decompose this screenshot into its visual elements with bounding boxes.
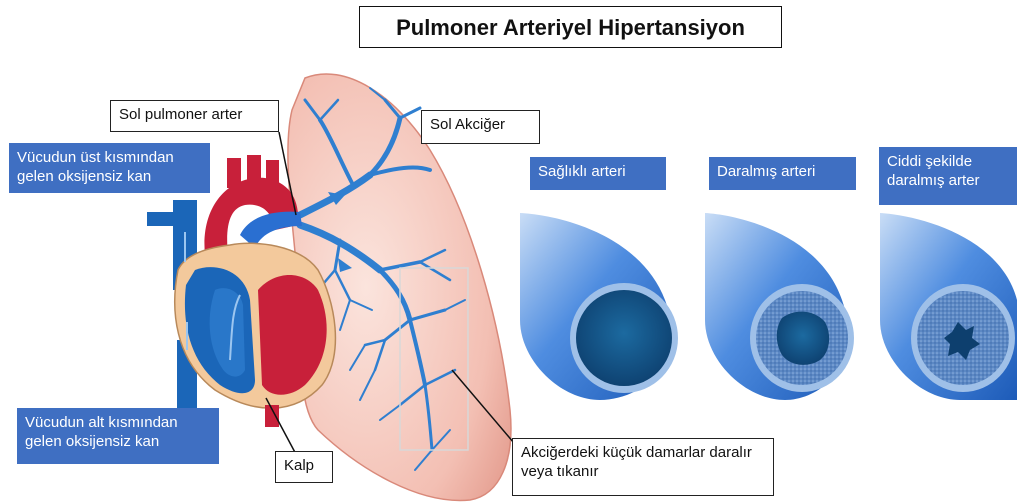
upper-body-label: Vücudun üst kısmından gelen oksijensiz k… [9,143,210,193]
pulmonary-artery-label: Sol pulmoner arter [110,100,279,132]
narrowed-artery-illustration [705,213,854,400]
narrowed-artery-label: Daralmış arteri [709,157,856,190]
healthy-artery-label: Sağlıklı arteri [530,157,666,190]
page-title: Pulmoner Arteriyel Hipertansiyon [359,6,782,48]
lower-body-label: Vücudun alt kısmından gelen oksijensiz k… [17,408,219,464]
left-lung-label: Sol Akciğer [421,110,540,144]
small-vessels-label: Akciğerdeki küçük damarlar daralır veya … [512,438,774,496]
healthy-artery-illustration [520,213,678,400]
heart-label: Kalp [275,451,333,483]
severe-artery-label: Ciddi şekilde daralmış arter [879,147,1017,205]
severe-artery-illustration [880,213,1017,400]
